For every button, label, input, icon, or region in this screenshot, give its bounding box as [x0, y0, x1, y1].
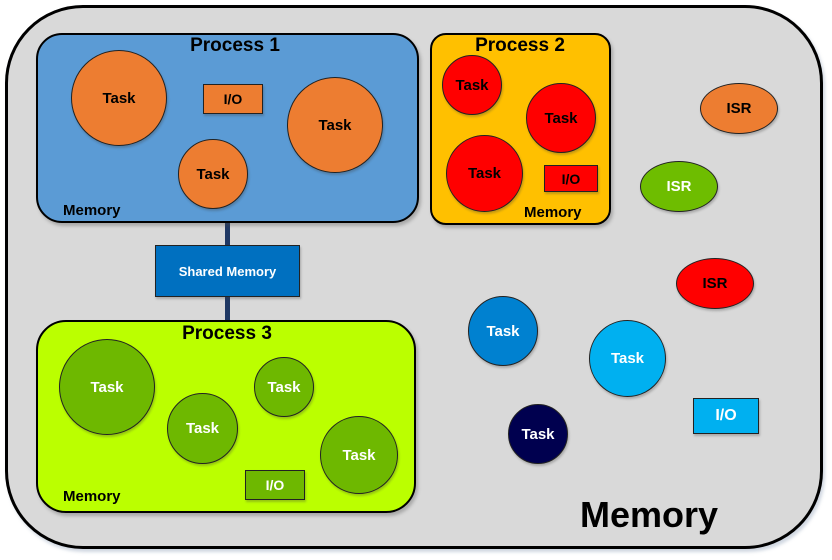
- shared-memory-block[interactable]: Shared Memory: [155, 245, 300, 297]
- free-task[interactable]: Task: [589, 320, 666, 397]
- process-2-io[interactable]: I/O: [544, 165, 598, 192]
- isr[interactable]: ISR: [700, 83, 778, 134]
- process-2-task[interactable]: Task: [442, 55, 502, 115]
- free-task[interactable]: Task: [468, 296, 538, 366]
- connector-p1-shared: [225, 222, 230, 246]
- connector-shared-p3: [225, 296, 230, 321]
- process-2-task[interactable]: Task: [446, 135, 523, 212]
- process-3-task[interactable]: Task: [167, 393, 238, 464]
- process-3-io[interactable]: I/O: [245, 470, 305, 500]
- process-1-task[interactable]: Task: [287, 77, 383, 173]
- process-1-title: Process 1: [190, 35, 280, 56]
- isr[interactable]: ISR: [676, 258, 754, 309]
- process-2-task[interactable]: Task: [526, 83, 596, 153]
- process-3-task[interactable]: Task: [320, 416, 398, 494]
- process-1-task[interactable]: Task: [71, 50, 167, 146]
- isr[interactable]: ISR: [640, 161, 718, 212]
- system-memory-label: Memory: [580, 494, 719, 535]
- process-3-title: Process 3: [182, 323, 272, 344]
- process-1-memory-label: Memory: [63, 202, 121, 219]
- process-3-task[interactable]: Task: [59, 339, 155, 435]
- process-1-task[interactable]: Task: [178, 139, 248, 209]
- process-1-io[interactable]: I/O: [203, 84, 263, 114]
- process-2-memory-label: Memory: [524, 204, 582, 221]
- free-task[interactable]: Task: [508, 404, 568, 464]
- process-3-task[interactable]: Task: [254, 357, 314, 417]
- free-io[interactable]: I/O: [693, 398, 759, 434]
- process-3-memory-label: Memory: [63, 488, 121, 505]
- process-2-title: Process 2: [475, 35, 565, 56]
